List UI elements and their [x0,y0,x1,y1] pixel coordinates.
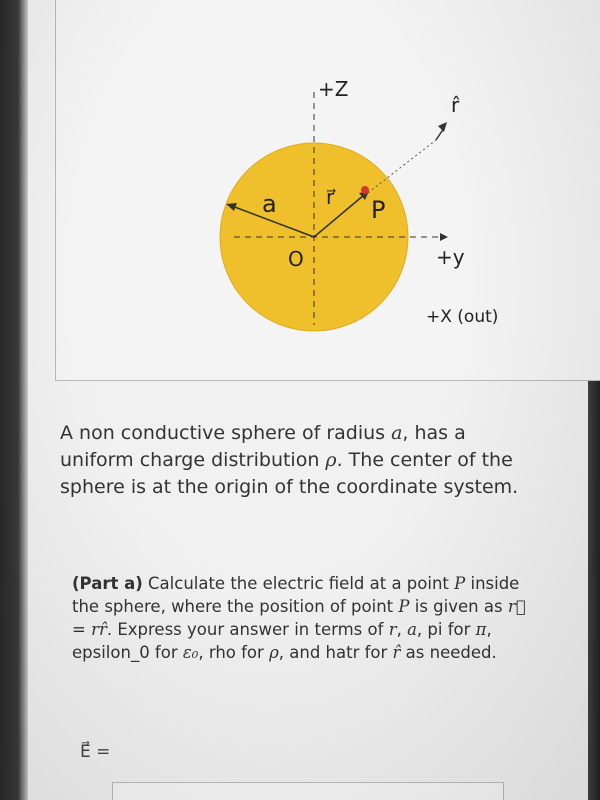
part-a-question: (Part a) Calculate the electric field at… [72,572,532,664]
answer-input-box[interactable] [112,782,504,800]
r-hat-label: r̂ [451,93,460,117]
axis-z-label: +Z [318,77,348,101]
problem-text-2: , has a uniform charge distribution [60,422,466,471]
part-a-text-4: . Express your answer in terms of [106,620,389,639]
radius-arrowhead [226,203,237,211]
part-a-label: (Part a) [72,574,143,593]
point-p-label: P [371,196,385,224]
problem-statement: A non conductive sphere of radius a, has… [60,420,540,501]
r-hat-direction-line [363,139,437,197]
part-a-text-5: , [396,620,408,639]
part-a-text-2: inside the sphere, where the position of… [72,574,520,616]
var-rho-2: ρ [269,643,279,662]
var-a-2: a [407,620,417,639]
problem-text-1: A non conductive sphere of radius [60,422,392,444]
position-equation: r⃗ = rr̂ [72,597,526,639]
part-a-text-10: as needed. [400,643,497,662]
part-a-text-3: is given as [409,597,508,616]
r-vector-label: r⃗ [326,185,336,209]
sphere-diagram: +Z +y +X (out) O a r⃗ P r̂ [219,77,498,332]
r-vector-arrow [313,194,365,238]
axis-y-label: +y [436,245,465,269]
var-a: a [391,422,403,444]
var-epsilon: ε₀ [182,643,199,662]
point-p-marker [361,186,369,194]
part-a-text-7: , epsilon_0 for [72,620,492,662]
var-rho: ρ [325,449,337,471]
figure-frame: +Z +y +X (out) O a r⃗ P r̂ [55,0,600,381]
radius-label: a [262,190,277,218]
var-pi: π [475,620,487,639]
part-a-text-9: , and hatr for [278,643,393,662]
origin-label: O [288,247,304,271]
var-rhat: r̂ [392,643,401,662]
part-a-text-8: , rho for [198,643,270,662]
problem-text-3: . The center of the sphere is at the ori… [60,449,519,498]
var-p-2: P [398,597,410,616]
worksheet: +Z +y +X (out) O a r⃗ P r̂ [28,0,600,800]
part-a-text-6: , pi for [416,620,476,639]
var-r: r [388,620,397,639]
r-hat-arrowhead [438,122,447,132]
part-a-text-1: Calculate the electric field at a point [142,574,455,593]
axis-x-label: +X (out) [426,307,498,327]
answer-label: E⃗ = [80,742,111,762]
radius-arrow [231,205,315,238]
y-axis-arrowhead [440,233,448,241]
var-p-1: P [454,574,466,593]
